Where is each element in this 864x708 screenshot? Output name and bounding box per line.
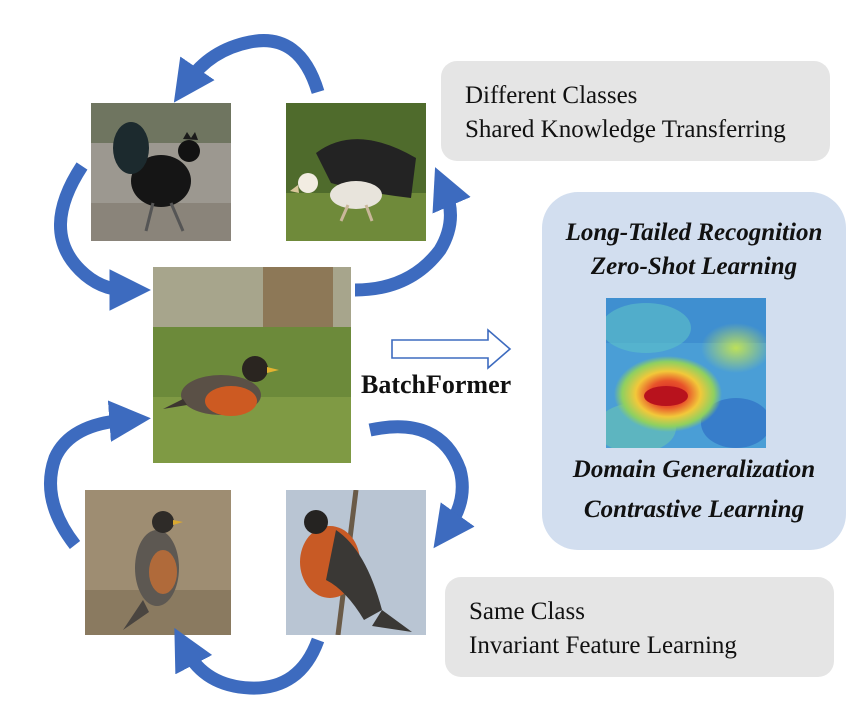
batchformer-arrow bbox=[392, 330, 510, 368]
arrow-bottom-arc bbox=[186, 640, 318, 688]
arrow-right-top-arc bbox=[355, 190, 450, 290]
arrow-left-top-arc bbox=[60, 166, 126, 290]
arrow-top-arc bbox=[188, 41, 318, 92]
arrow-left-bottom-arc bbox=[51, 420, 127, 545]
arrow-right-bottom-arc bbox=[370, 427, 462, 528]
